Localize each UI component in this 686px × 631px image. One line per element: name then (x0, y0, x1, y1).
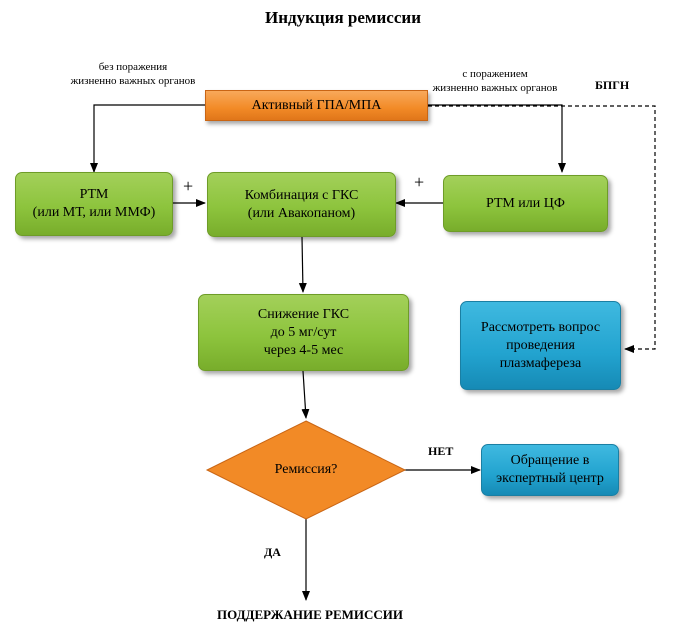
label-maintain-remission: ПОДДЕРЖАНИЕ РЕМИССИИ (217, 607, 403, 622)
arrow-combo-to-reduce (298, 236, 307, 293)
node-active-disease: Активный ГПА/МПА (205, 90, 428, 121)
page-title: Индукция ремиссии (264, 8, 421, 27)
node-plasmapheresis: Рассмотреть вопрос проведения плазмафере… (460, 301, 621, 390)
note-without-organ-damage: без поражения жизненно важных органов (70, 61, 196, 87)
label-yes: ДА (264, 545, 281, 559)
plus-left: + (183, 176, 194, 196)
node-combination-gcs: Комбинация с ГКС (или Авакопаном) (207, 172, 396, 237)
note-with-organ-damage: с поражением жизненно важных органов (432, 68, 558, 94)
node-remission-question: Ремиссия? (274, 462, 338, 477)
plus-right: + (414, 172, 425, 192)
arrow-reduce-to-remission (301, 370, 310, 419)
node-reduce-gcs: Снижение ГКС до 5 мг/сут через 4-5 мес (198, 294, 409, 371)
arrow-active-to-rtm-left (90, 104, 205, 173)
node-expert-center: Обращение в экспертный центр (481, 444, 619, 496)
node-rtm-right: РТМ или ЦФ (443, 175, 608, 232)
label-bpgn: БПГН (595, 78, 630, 92)
arrow-active-to-rtm-right (428, 104, 566, 173)
node-rtm-left: РТМ (или МТ, или ММФ) (15, 172, 173, 236)
remission-diamond-shape (205, 420, 407, 520)
arrow-bpgn-to-plasma (428, 105, 656, 353)
label-no: НЕТ (428, 444, 454, 458)
